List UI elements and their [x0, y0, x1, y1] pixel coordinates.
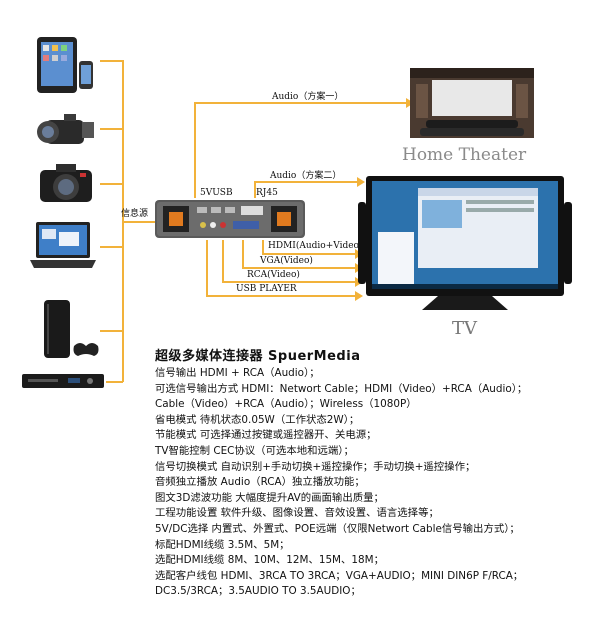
- spec-line: 省电模式 待机状态0.05W（工作状态2W）；: [155, 413, 360, 426]
- usb-vertical-wire: [206, 240, 208, 296]
- spec-line: 5V/DC选择 内置式、外置式、POE远端（仅限Networt Cable信号输…: [155, 522, 520, 535]
- tablet-wire: [100, 60, 123, 62]
- tablet-phone-icon: [35, 35, 95, 97]
- spec-line: 标配HDMI线缆 3.5M、5M；: [155, 538, 290, 551]
- vga-label: VGA(Video): [260, 256, 313, 266]
- vga-vertical-wire: [242, 240, 244, 268]
- tv-image: [358, 172, 572, 312]
- audio2-wire: [254, 181, 358, 183]
- spec-line: 选配客户线包 HDMI、3RCA TO 3RCA；VGA+AUDIO；MINI …: [155, 569, 524, 582]
- camcorder-wire: [100, 128, 123, 130]
- dvd-wire: [106, 381, 123, 383]
- spec-line: 信号输出 HDMI + RCA（Audio）；: [155, 367, 320, 379]
- spec-list: 信号输出 HDMI + RCA（Audio）； 可选信号输出方式 HDMI：Ne…: [155, 366, 595, 600]
- audio2-label: Audio（方案二）: [270, 171, 342, 181]
- rca-wire: [222, 281, 357, 283]
- spec-line: 工程功能设置 软件升级、图像设置、音效设置、语言选择等；: [155, 507, 439, 520]
- spec-line: 节能模式 可选择通过按键或遥控器开、关电源；: [155, 429, 377, 442]
- source-to-hub-wire: [123, 221, 155, 223]
- console-wire: [100, 330, 123, 332]
- camera-wire: [100, 183, 123, 185]
- audio1-label: Audio（方案一）: [272, 92, 344, 102]
- spec-line: DC3.5/3RCA；3.5AUDIO TO 3.5AUDIO；: [155, 585, 361, 598]
- audio1-wire: [194, 102, 406, 104]
- spec-line: TV智能控制 CEC协议（可选本地和远端）；: [155, 444, 354, 457]
- laptop-wire: [100, 246, 123, 248]
- audio2-vertical-wire: [254, 181, 256, 198]
- dvd-player-icon: [20, 370, 106, 392]
- home-theater-caption: Home Theater: [402, 145, 527, 165]
- product-title: 超级多媒体连接器 SpuerMedia: [155, 349, 361, 364]
- port-rj45-label: RJ45: [256, 188, 278, 198]
- hdmi-vertical-wire: [262, 240, 264, 254]
- spec-line: 可选信号输出方式 HDMI：Networt Cable；HDMI（Video）+…: [155, 382, 528, 395]
- laptop-icon: [28, 220, 98, 272]
- media-connector-hub: [155, 198, 305, 240]
- home-theater-image: [410, 68, 534, 138]
- camcorder-icon: [36, 110, 96, 152]
- port-5vusb-label: 5VUSB: [200, 188, 233, 198]
- spec-line: 图文3D滤波功能 大幅度提升AV的画面输出质量；: [155, 491, 384, 504]
- rca-vertical-wire: [222, 240, 224, 282]
- hdmi-label: HDMI(Audio+Video): [268, 241, 363, 251]
- spec-line: Cable（Video）+RCA（Audio）；Wireless（1080P）: [155, 398, 417, 411]
- audio1-vertical-wire: [194, 102, 196, 198]
- tv-caption: TV: [452, 318, 478, 339]
- vga-wire: [242, 267, 357, 269]
- usb-wire: [206, 295, 357, 297]
- spec-line: 选配HDMI线缆 8M、10M、12M、15M、18M；: [155, 554, 384, 567]
- source-label: 信息源: [121, 209, 149, 219]
- dslr-camera-icon: [36, 160, 96, 206]
- rca-label: RCA(Video): [247, 270, 300, 280]
- spec-line: 信号切换模式 自动识别+手动切换+遥控操作；手动切换+遥控操作；: [155, 460, 476, 473]
- game-console-icon: [38, 298, 100, 360]
- usb-player-label: USB PLAYER: [236, 284, 297, 294]
- hdmi-wire: [262, 253, 357, 255]
- spec-line: 音频独立播放 Audio（RCA）独立播放功能；: [155, 476, 365, 489]
